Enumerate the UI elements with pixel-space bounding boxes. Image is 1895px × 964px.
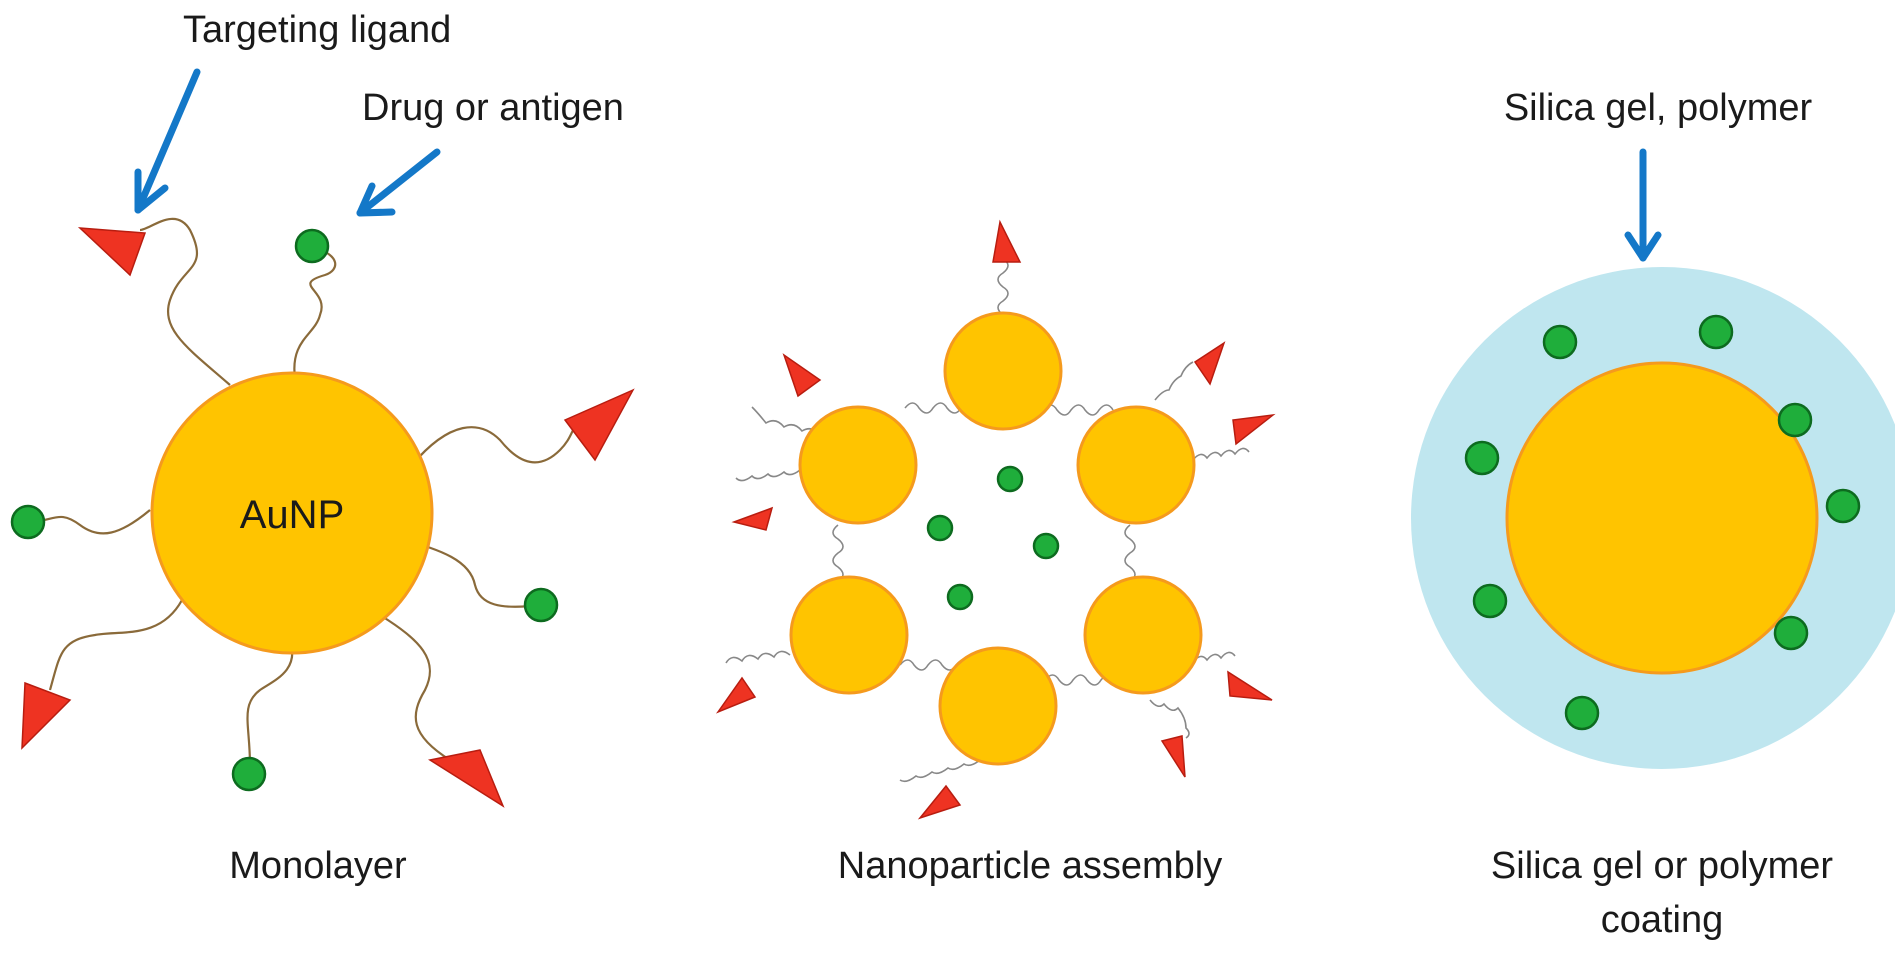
ligand-tether — [751, 406, 821, 436]
drug-tether — [246, 639, 294, 766]
assembly-core — [1083, 575, 1203, 695]
embedded-drug-bead — [1464, 440, 1500, 476]
embedded-drug-bead — [1825, 488, 1861, 524]
embedded-drug-bead — [1698, 314, 1734, 350]
assembly-core — [789, 575, 909, 695]
drug-bead — [946, 583, 974, 611]
core-label: AuNP — [240, 493, 345, 537]
monolayer-caption: Monolayer — [229, 845, 407, 887]
ligand-tether — [48, 599, 183, 691]
targeting-ligand-triangle — [77, 227, 147, 277]
drug-bead — [294, 228, 330, 264]
ligand-tether — [139, 217, 231, 386]
coating-caption-line2: coating — [1601, 899, 1724, 941]
coating-pointer-head — [1624, 231, 1662, 262]
coating-caption-line1: Silica gel or polymer — [1491, 845, 1833, 887]
ligand-tether — [725, 650, 791, 664]
ligand-tether — [379, 614, 451, 761]
assembly-core — [943, 311, 1063, 431]
coating-panel: Silica gel, polymer Silica gel or polyme… — [1411, 87, 1895, 941]
targeting-ligand-pointer-head — [134, 168, 169, 214]
assembly-core — [938, 646, 1058, 766]
targeting-ligand-triangle — [1160, 735, 1186, 778]
monolayer-panel: AuNP Targeting ligand Drug or antigen Mo… — [10, 9, 635, 887]
targeting-ligand-triangle — [731, 506, 774, 531]
drug-tether — [31, 509, 151, 535]
assembly-panel: Nanoparticle assembly — [715, 219, 1276, 887]
linker-coil — [1044, 674, 1116, 686]
targeting-ligand-triangle — [715, 676, 757, 714]
embedded-drug-bead — [1472, 583, 1508, 619]
coating-callout: Silica gel, polymer — [1504, 87, 1813, 129]
embedded-drug-bead — [1564, 695, 1600, 731]
assembly-core — [798, 405, 918, 525]
gold-nanoparticle-core — [150, 371, 434, 655]
drug-bead — [523, 587, 559, 623]
targeting-ligand-triangle — [782, 353, 822, 398]
coated-core — [1505, 361, 1819, 675]
targeting-ligand-triangle — [1193, 341, 1226, 386]
drug-bead — [231, 756, 267, 792]
embedded-drug-bead — [1542, 324, 1578, 360]
assembly-caption: Nanoparticle assembly — [838, 845, 1222, 887]
drug-pointer-head — [356, 182, 396, 217]
ligand-tether — [1192, 447, 1250, 461]
targeting-ligand-triangle — [428, 749, 505, 808]
ligand-tether — [899, 759, 981, 783]
ligand-tether — [1192, 651, 1236, 663]
embedded-drug-bead — [1773, 615, 1809, 651]
targeting-ligand-callout: Targeting ligand — [183, 9, 451, 51]
targeting-ligand-triangle — [1232, 413, 1276, 446]
ligand-tether — [1149, 699, 1190, 739]
ligand-tether — [735, 469, 801, 482]
embedded-drug-bead — [1777, 402, 1813, 438]
drug-bead — [10, 504, 46, 540]
drug-tether — [293, 246, 337, 379]
drug-bead — [996, 465, 1024, 493]
targeting-ligand-triangle — [992, 219, 1022, 263]
ligand-tether — [411, 418, 586, 466]
targeting-ligand-triangle — [563, 388, 635, 462]
drug-bead — [926, 514, 954, 542]
ligand-tether — [1154, 361, 1194, 401]
drug-pointer — [356, 148, 441, 217]
drug-tether — [404, 538, 541, 608]
targeting-ligand-triangle — [21, 681, 72, 750]
targeting-ligand-triangle — [1227, 670, 1273, 701]
drug-bead — [1032, 532, 1060, 560]
assembly-core — [1076, 405, 1196, 525]
targeting-ligand-pointer — [134, 68, 201, 214]
targeting-ligand-triangle — [917, 784, 962, 820]
drug-callout: Drug or antigen — [362, 87, 624, 129]
